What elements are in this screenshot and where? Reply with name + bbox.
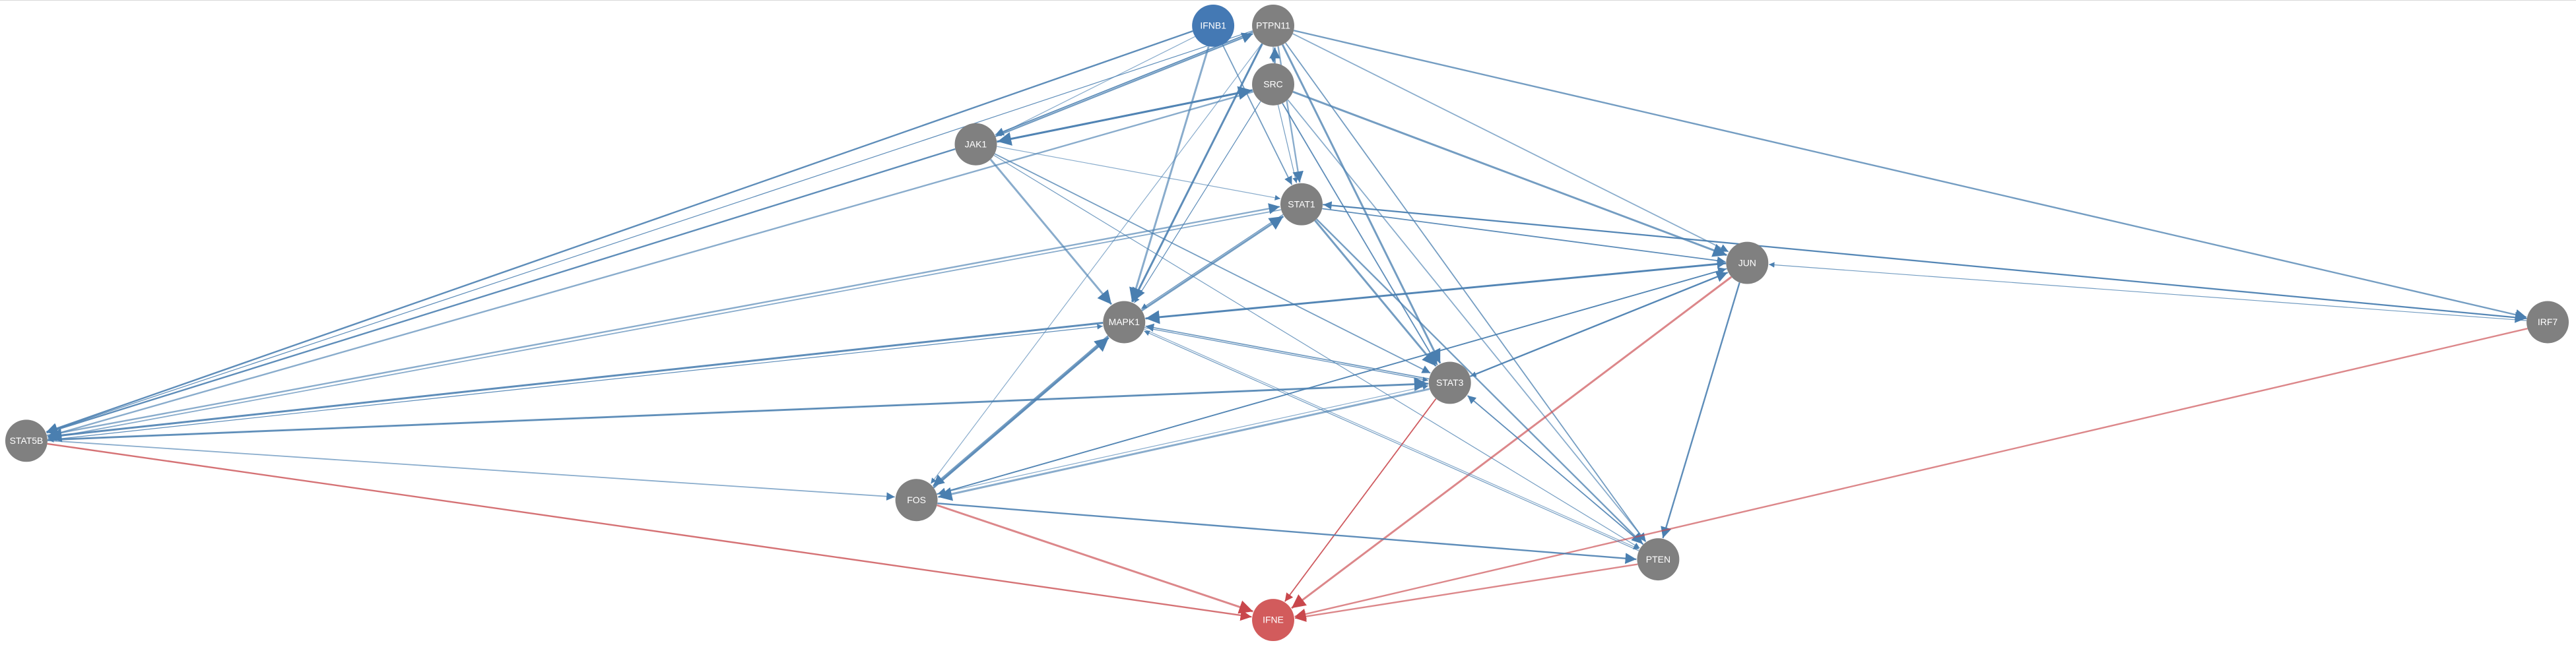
edge-mapk1-to-stat5b (48, 322, 1104, 443)
edge-ptpn11-to-fos (930, 43, 1263, 484)
edge-irf7-to-jun (1769, 262, 2527, 321)
edge-fos-to-pten (937, 503, 1637, 565)
edge-ifnb1-to-mapk1 (1129, 46, 1210, 303)
edge-mapk1-to-stat1 (1140, 215, 1284, 312)
edge-jun-to-pten (1661, 282, 1740, 539)
edge-stat3-to-ifne (1284, 398, 1437, 602)
edge-ptpn11-to-irf7 (1293, 30, 2527, 321)
node-circle[interactable] (1252, 4, 1294, 47)
edge-jak1-to-pten (993, 154, 1640, 549)
node-circle[interactable] (1280, 183, 1323, 226)
node-circle[interactable] (1192, 4, 1235, 47)
edge-src-to-stat5b (47, 90, 1254, 439)
node-pten[interactable]: PTEN (1637, 538, 1680, 581)
node-jak1[interactable]: JAK1 (954, 123, 997, 166)
edge-mapk1-to-jun (1144, 260, 1726, 319)
edge-fos-to-mapk1 (933, 336, 1109, 489)
edge-fos-to-stat3 (937, 384, 1429, 495)
edge-stat1-to-jun (1322, 208, 1726, 265)
edge-stat1-to-stat5b (48, 209, 1282, 441)
edge-src-to-mapk1 (1134, 101, 1261, 303)
edge-jak1-to-ptpn11 (995, 32, 1253, 138)
node-circle[interactable] (2526, 301, 2569, 344)
node-circle[interactable] (895, 479, 938, 522)
node-ifnb1[interactable]: IFNB1 (1192, 4, 1235, 47)
edge-ptpn11-to-jun (1292, 33, 1729, 253)
edge-jak1-to-stat1 (997, 146, 1281, 200)
node-fos[interactable]: FOS (895, 479, 938, 522)
node-circle[interactable] (1103, 301, 1146, 344)
edge-stat3-to-fos (938, 388, 1430, 501)
node-irf7[interactable]: IRF7 (2526, 301, 2569, 344)
node-circle[interactable] (1252, 63, 1294, 106)
edge-layer (46, 30, 2528, 623)
edge-stat1-to-pten (1315, 218, 1643, 545)
edge-stat5b-to-mapk1 (47, 324, 1103, 441)
node-circle[interactable] (1637, 538, 1680, 581)
edge-ptpn11-to-stat5b (46, 30, 1253, 433)
node-mapk1[interactable]: MAPK1 (1103, 301, 1146, 344)
node-ifne[interactable]: IFNE (1252, 599, 1294, 642)
edge-jak1-to-src (997, 86, 1253, 143)
edge-fos-to-ifne (937, 504, 1254, 614)
edge-stat5b-to-fos (47, 440, 895, 501)
edge-jak1-to-stat5b (46, 148, 956, 435)
edge-irf7-to-stat1 (1323, 201, 2527, 319)
edge-pten-to-ifne (1294, 563, 1638, 623)
edge-irf7-to-ifne (1294, 328, 2528, 620)
edge-ptpn11-to-pten (1284, 42, 1646, 542)
edge-mapk1-to-stat3 (1144, 327, 1428, 383)
edge-stat3-to-mapk1 (1145, 323, 1430, 380)
edge-ifnb1-to-stat1 (1222, 44, 1293, 185)
node-stat1[interactable]: STAT1 (1280, 183, 1323, 226)
edge-mapk1-to-fos (932, 335, 1109, 487)
edge-fos-to-jun (937, 267, 1727, 495)
edge-src-to-jun (1292, 90, 1727, 257)
edge-src-to-pten (1287, 99, 1647, 542)
edge-stat5b-to-ifne (47, 443, 1252, 621)
node-circle[interactable] (954, 123, 997, 166)
edge-stat3-to-jun (1469, 271, 1729, 377)
edge-src-to-stat1 (1277, 104, 1298, 183)
node-stat5b[interactable]: STAT5B (5, 419, 48, 462)
node-ptpn11[interactable]: PTPN11 (1252, 4, 1294, 47)
node-circle[interactable] (1726, 241, 1769, 284)
node-circle[interactable] (1428, 361, 1471, 404)
edge-jak1-to-mapk1 (989, 158, 1113, 305)
node-stat3[interactable]: STAT3 (1428, 361, 1471, 404)
node-circle[interactable] (5, 419, 48, 462)
edge-stat5b-to-stat1 (46, 203, 1280, 437)
edge-ifnb1-to-jak1 (995, 36, 1195, 137)
node-jun[interactable]: JUN (1726, 241, 1769, 284)
edge-pten-to-mapk1 (1144, 330, 1639, 551)
edge-stat1-to-mapk1 (1140, 214, 1284, 309)
node-circle[interactable] (1252, 599, 1294, 642)
edge-mapk1-to-pten (1144, 328, 1639, 549)
edge-stat1-to-stat3 (1314, 220, 1437, 367)
edge-jun-to-ifne (1290, 276, 1733, 609)
edge-ifnb1-to-stat5b (46, 30, 1193, 434)
node-src[interactable]: SRC (1252, 63, 1294, 106)
edge-stat5b-to-stat3 (47, 377, 1428, 441)
edge-pten-to-stat3 (1467, 395, 1644, 545)
edge-src-to-stat3 (1282, 103, 1438, 365)
edge-ptpn11-to-jak1 (995, 31, 1253, 136)
